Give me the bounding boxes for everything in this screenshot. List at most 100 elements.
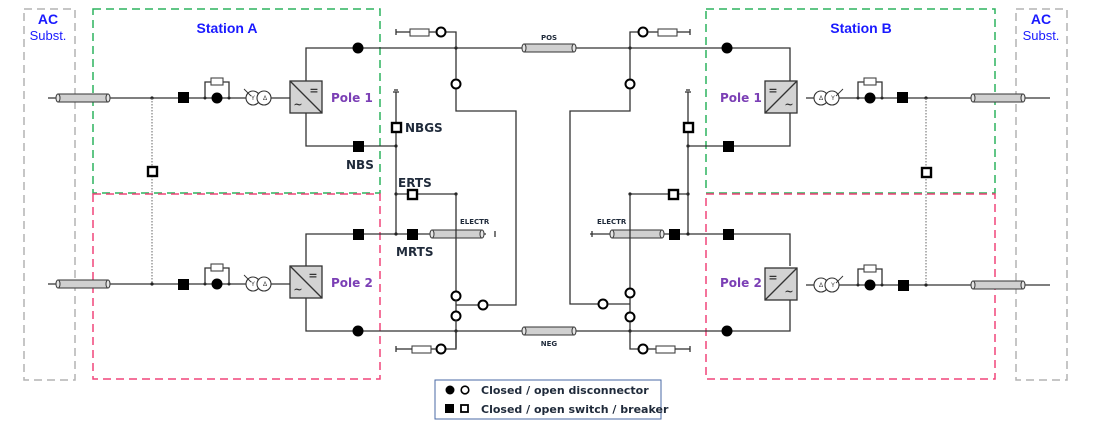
svg-text:~: ~ <box>784 98 793 111</box>
open-disconnector-icon <box>435 343 447 355</box>
closed-breaker-icon <box>445 404 454 413</box>
closed-disconnector-icon <box>864 92 876 104</box>
legend-disconnector-label: Closed / open disconnector <box>481 384 649 397</box>
resistor-icon <box>863 77 877 86</box>
svg-text:=: = <box>309 84 318 97</box>
resistor-icon <box>210 77 224 86</box>
ac-cable-icon <box>57 279 109 289</box>
station-b-pole2-ac-side: = ~ Pole 2 Δ Y <box>720 264 1050 301</box>
open-breaker-icon <box>460 404 469 413</box>
svg-text:~: ~ <box>293 283 302 296</box>
electrode-cable-icon <box>611 229 663 239</box>
transformer-icon: Y Δ <box>243 88 272 106</box>
legend-box <box>434 379 662 420</box>
electrode-label-a: ELECTR <box>460 218 490 226</box>
svg-text:Y: Y <box>250 281 255 288</box>
open-disconnector-icon <box>637 343 649 355</box>
legend-breaker-label: Closed / open switch / breaker <box>481 403 669 416</box>
open-disconnector-icon <box>624 78 636 90</box>
frames <box>23 8 1068 381</box>
station-a-title: Station A <box>197 20 258 36</box>
closed-breaker-icon <box>178 279 189 290</box>
resistor-icon <box>655 345 676 354</box>
ac-cable-icon <box>972 280 1024 290</box>
transformer-icon: Y Δ <box>243 274 272 292</box>
closed-breaker-icon <box>669 229 680 240</box>
resistor-icon <box>210 263 224 272</box>
station-b-pole2-label: Pole 2 <box>720 276 762 290</box>
station-a-pole2-ac-side: Y Δ = ~ Pole 2 <box>48 165 373 299</box>
transformer-icon: Δ Y <box>813 275 844 293</box>
closed-disconnector-icon <box>211 92 223 104</box>
nbs-closed-breaker-icon <box>353 141 364 152</box>
station-a-pole1-label: Pole 1 <box>331 91 373 105</box>
closed-disconnector-icon <box>864 279 876 291</box>
closed-breaker-icon <box>897 92 908 103</box>
neg-cable-icon <box>523 326 575 336</box>
closed-disconnector-icon <box>211 278 223 290</box>
mrts-label: MRTS <box>396 245 433 259</box>
electrode-label-b: ELECTR <box>597 218 627 226</box>
open-disconnector-icon <box>477 299 489 311</box>
converter-icon: = ~ <box>764 267 798 301</box>
open-disconnector-icon <box>637 26 649 38</box>
open-disconnector-icon <box>450 290 462 302</box>
station-b-title: Station B <box>830 20 891 36</box>
ac-cable-icon <box>57 93 109 103</box>
open-breaker-icon <box>146 165 159 178</box>
svg-text:=: = <box>768 271 777 284</box>
closed-breaker-icon <box>353 229 364 240</box>
closed-disconnector-icon <box>721 325 733 337</box>
closed-breaker-icon <box>723 141 734 152</box>
converter-icon: = ~ <box>289 80 323 114</box>
open-disconnector-icon <box>450 78 462 90</box>
dc-transmission: POS NEG <box>521 34 630 348</box>
nbs-label: NBS <box>346 158 374 172</box>
svg-text:Y: Y <box>830 95 835 102</box>
legend: Closed / open disconnector Closed / open… <box>434 379 669 420</box>
svg-text:Δ: Δ <box>263 281 268 288</box>
svg-text:=: = <box>768 84 777 97</box>
ac-substation-title-left: AC <box>38 11 58 27</box>
ac-substation-frame-right <box>1015 8 1068 381</box>
open-breaker-icon <box>682 121 695 134</box>
ac-substation-subtitle-left: Subst. <box>30 28 67 43</box>
station-b-pole1-label: Pole 1 <box>720 91 762 105</box>
svg-text:=: = <box>308 269 317 282</box>
pos-label: POS <box>541 34 557 42</box>
resistor-icon <box>409 28 430 37</box>
electrode-cable-icon <box>431 229 483 239</box>
station-a-pole2-label: Pole 2 <box>331 276 373 290</box>
erts-label: ERTS <box>398 176 432 190</box>
svg-text:Δ: Δ <box>263 95 268 102</box>
erts-open-breaker-icon <box>406 188 419 201</box>
station-b-pole1-ac-side: = ~ Pole 1 Δ Y <box>720 77 1050 285</box>
transformer-icon: Δ Y <box>813 88 844 106</box>
resistor-icon <box>863 264 877 273</box>
station-a-dc-side: NBS NBGS ERTS MRTS ELECTR <box>305 26 523 355</box>
mrts-closed-breaker-icon <box>407 229 418 240</box>
pos-cable-icon <box>523 43 575 53</box>
ac-substation-title-right: AC <box>1031 11 1051 27</box>
station-a-pole1-ac-side: Y Δ = ~ Pole 1 <box>48 77 373 285</box>
station-b-dc-side: ELECTR <box>569 26 791 355</box>
open-breaker-icon <box>920 166 933 179</box>
resistor-icon <box>657 28 678 37</box>
resistor-icon <box>411 345 432 354</box>
svg-text:Y: Y <box>250 95 255 102</box>
open-disconnector-icon <box>624 287 636 299</box>
closed-disconnector-icon <box>352 325 364 337</box>
neg-label: NEG <box>541 340 558 348</box>
ac-substation-frame-left <box>23 8 76 381</box>
open-disconnector-icon <box>597 298 609 310</box>
closed-breaker-icon <box>898 280 909 291</box>
ac-substation-subtitle-right: Subst. <box>1023 28 1060 43</box>
svg-text:~: ~ <box>784 285 793 298</box>
nbgs-open-breaker-icon <box>390 121 403 134</box>
closed-disconnector-icon <box>721 42 733 54</box>
closed-disconnector-icon <box>445 385 455 395</box>
open-disconnector-icon <box>450 310 462 322</box>
open-disconnector-icon <box>435 26 447 38</box>
converter-icon: = ~ <box>289 265 323 299</box>
